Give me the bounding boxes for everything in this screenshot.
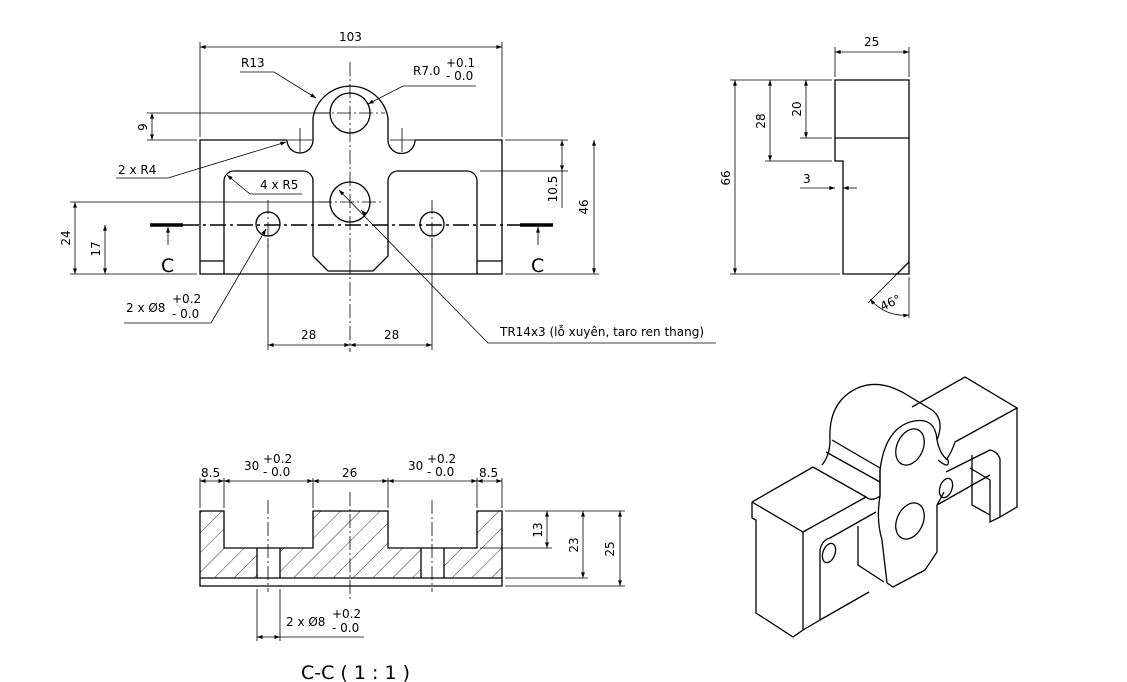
dim-23-label: 23 [567,537,581,552]
pin-hole-tol-plus: +0.2 [172,292,201,306]
notch-center-marks [288,128,414,152]
pocket-right-tol-minus: - 0.0 [427,465,454,479]
dim-8-5-right: 8.5 [479,466,498,480]
dim-20-label: 20 [790,101,804,116]
front-view: C C 103 R13 R7.0 +0.1 - 0.0 2 x R4 4 x R… [59,30,716,352]
pocket-left-tol-minus: - 0.0 [263,465,290,479]
thread-note: TR14x3 (lỗ xuyên, taro ren thang) [499,325,704,339]
dim-66-label: 66 [719,170,733,185]
pocket-right-tol-plus: +0.2 [427,452,456,466]
left-pocket [223,170,478,274]
hole-tol-minus: - 0.0 [332,621,359,635]
dim-10-5-label: 10.5 [546,176,560,203]
r7-label: R7.0 [413,64,440,78]
side-outline [834,79,910,275]
dim-25-label: 25 [864,35,879,49]
dim-28-side-label: 28 [754,113,768,128]
r5-label: 4 x R5 [260,178,298,192]
hole-tol-plus: +0.2 [332,607,361,621]
hole-label: 2 x Ø8 [286,615,325,629]
pin-hole-label: 2 x Ø8 [126,301,165,315]
section-outline [199,510,503,587]
dim-8-5-left: 8.5 [201,466,220,480]
pocket-left-tol-plus: +0.2 [263,452,292,466]
section-label-right: C [531,255,544,277]
r7-tol-minus: - 0.0 [446,69,473,83]
dim-17-label: 17 [89,241,103,256]
r7-tol-plus: +0.1 [446,56,475,70]
dim-9-label: 9 [136,123,150,131]
angle-46 [869,298,910,318]
dim-13-label: 13 [531,522,545,537]
r13-label: R13 [241,56,265,70]
section-label-left: C [161,255,174,277]
dim-28-left-label: 28 [301,328,316,342]
section-view: 8.5 30 +0.2 - 0.0 26 30 +0.2 - 0.0 8.5 1… [199,452,625,682]
r4-label: 2 x R4 [118,163,156,177]
dim-28-right-label: 28 [384,328,399,342]
side-view: 25 66 28 20 3 46° [719,35,910,318]
dim-103-label: 103 [339,30,362,44]
pocket-right-label: 30 [408,459,423,473]
pocket-left-label: 30 [244,459,259,473]
dim-25-section-label: 25 [603,541,617,556]
angle-label: 46° [878,292,903,314]
dim-3-label: 3 [803,172,811,186]
dim-24-label: 24 [59,230,73,245]
pin-hole-tol-minus: - 0.0 [172,307,199,321]
isometric-view [751,376,1019,638]
section-title: C-C ( 1 : 1 ) [301,662,410,682]
dim-46-label: 46 [577,199,591,214]
front-outline [199,85,503,275]
dim-26: 26 [342,466,357,480]
